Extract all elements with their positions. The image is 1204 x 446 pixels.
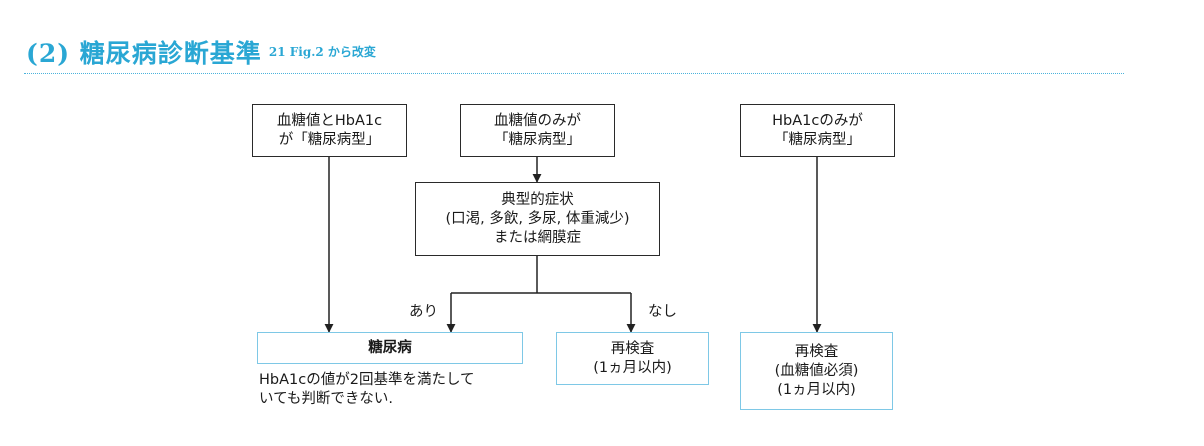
node-typical-symptoms-line2: (口渇, 多飲, 多尿, 体重減少) [445, 210, 630, 227]
node-typical-symptoms-line1: 典型的症状 [501, 191, 574, 208]
edge-label-yes: あり [409, 304, 438, 320]
outcome-recheck-1-line1: 再検査 [610, 340, 655, 357]
section-heading: (2) 糖尿病診断基準 21 Fig.2 から改変 [26, 34, 376, 70]
node-glucose-and-hba1c-line1: 血糖値とHbA1c [276, 112, 383, 129]
outcome-recheck-2: 再検査 (血糖値必須) (1ヵ月以内) [740, 332, 893, 410]
node-hba1c-only-line1: HbA1cのみが [772, 112, 863, 129]
note-hba1c-twice: HbA1cの値が2回基準を満たして いても判断できない. [259, 371, 475, 409]
outcome-recheck-2-line3: (1ヵ月以内) [777, 381, 856, 398]
note-hba1c-twice-line2: いても判断できない. [259, 391, 393, 407]
outcome-recheck-1-line2: (1ヵ月以内) [593, 359, 672, 376]
node-glucose-and-hba1c-line2: が「糖尿病型」 [278, 131, 381, 148]
node-glucose-only-line1: 血糖値のみが [494, 112, 581, 129]
outcome-recheck-1: 再検査 (1ヵ月以内) [556, 332, 709, 385]
heading-divider [24, 73, 1124, 74]
section-title: (2) 糖尿病診断基準 [26, 39, 262, 68]
node-typical-symptoms: 典型的症状 (口渇, 多飲, 多尿, 体重減少) または網膜症 [415, 182, 660, 256]
section-reference: 21 Fig.2 から改変 [268, 44, 376, 59]
node-hba1c-only-line2: 「糖尿病型」 [774, 131, 861, 148]
outcome-diabetes: 糖尿病 [257, 332, 523, 364]
edge-label-no: なし [648, 304, 677, 320]
note-hba1c-twice-line1: HbA1cの値が2回基準を満たして [259, 372, 475, 388]
outcome-recheck-2-line2: (血糖値必須) [774, 362, 859, 379]
node-glucose-only: 血糖値のみが 「糖尿病型」 [460, 104, 615, 157]
node-typical-symptoms-line3: または網膜症 [494, 229, 581, 246]
node-glucose-only-line2: 「糖尿病型」 [494, 131, 581, 148]
node-glucose-and-hba1c: 血糖値とHbA1c が「糖尿病型」 [252, 104, 407, 157]
outcome-recheck-2-line1: 再検査 [794, 343, 839, 360]
outcome-diabetes-label: 糖尿病 [368, 339, 412, 356]
node-hba1c-only: HbA1cのみが 「糖尿病型」 [740, 104, 895, 157]
